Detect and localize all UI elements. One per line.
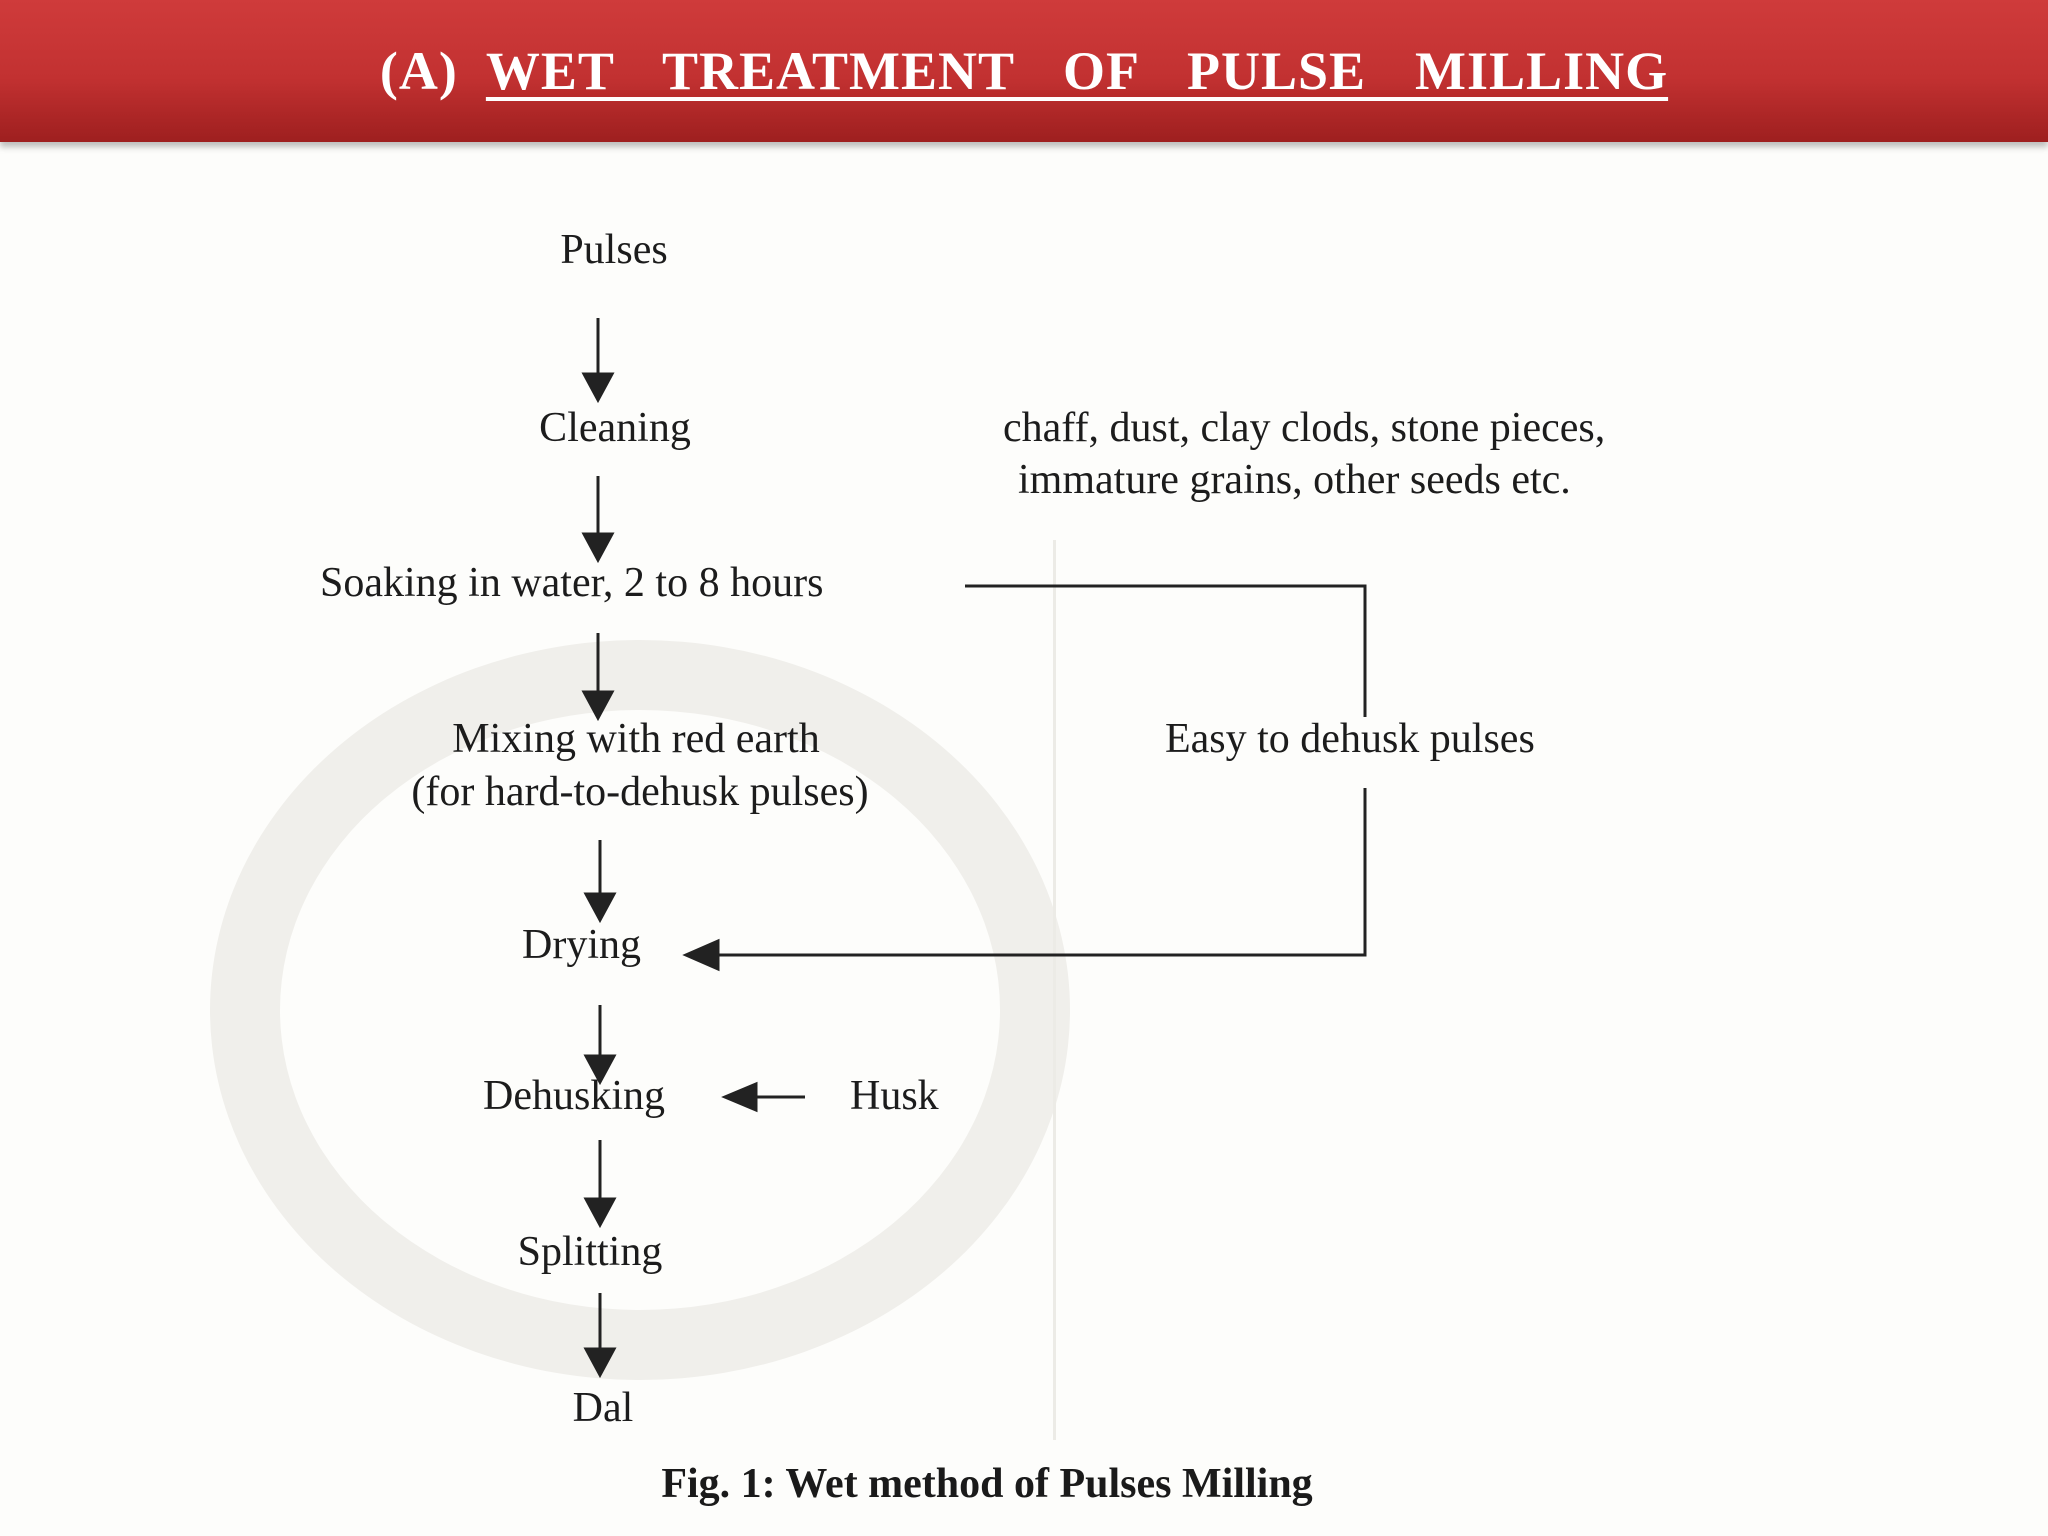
title-prefix: (A): [379, 41, 458, 101]
node-soaking: Soaking in water, 2 to 8 hours: [320, 560, 824, 606]
node-mixing-line-2: (for hard-to-dehusk pulses): [411, 769, 869, 815]
arrowhead-dal: [583, 1347, 617, 1379]
node-husk: Husk: [850, 1073, 939, 1119]
node-mixing-line-1: Mixing with red earth: [452, 716, 820, 762]
node-dal: Dal: [572, 1385, 634, 1431]
node-pulses: Pulses: [560, 227, 668, 273]
arrowhead-drying: [583, 892, 617, 924]
arrowhead-dehusking: [583, 1054, 617, 1086]
arrowhead-bypass-drying: [682, 938, 720, 972]
arrowhead-soaking: [581, 532, 615, 564]
slide-title: (A) WET TREATMENT OF PULSE MILLING: [380, 40, 1668, 102]
arrowhead-husk: [721, 1081, 758, 1113]
arrowhead-splitting: [583, 1197, 617, 1229]
node-drying: Drying: [522, 922, 641, 968]
impurities-line-1: chaff, dust, clay clods, stone pieces,: [1003, 405, 1606, 451]
title-banner: (A) WET TREATMENT OF PULSE MILLING: [0, 0, 2048, 142]
arrowhead-cleaning: [581, 372, 615, 404]
node-dehusking: Dehusking: [483, 1073, 665, 1119]
bypass-line-top: [965, 584, 1367, 717]
node-cleaning: Cleaning: [539, 405, 691, 451]
bypass-line-bottom: [715, 788, 1367, 957]
figure-caption: Fig. 1: Wet method of Pulses Milling: [661, 1461, 1313, 1507]
impurities-line-2: immature grains, other seeds etc.: [1018, 457, 1571, 503]
node-splitting: Splitting: [517, 1229, 663, 1275]
watermark-divider: [1053, 540, 1056, 1440]
arrowhead-mixing: [581, 690, 615, 722]
title-text: WET TREATMENT OF PULSE MILLING: [485, 41, 1669, 101]
node-easy-dehusk: Easy to dehusk pulses: [1165, 716, 1535, 762]
